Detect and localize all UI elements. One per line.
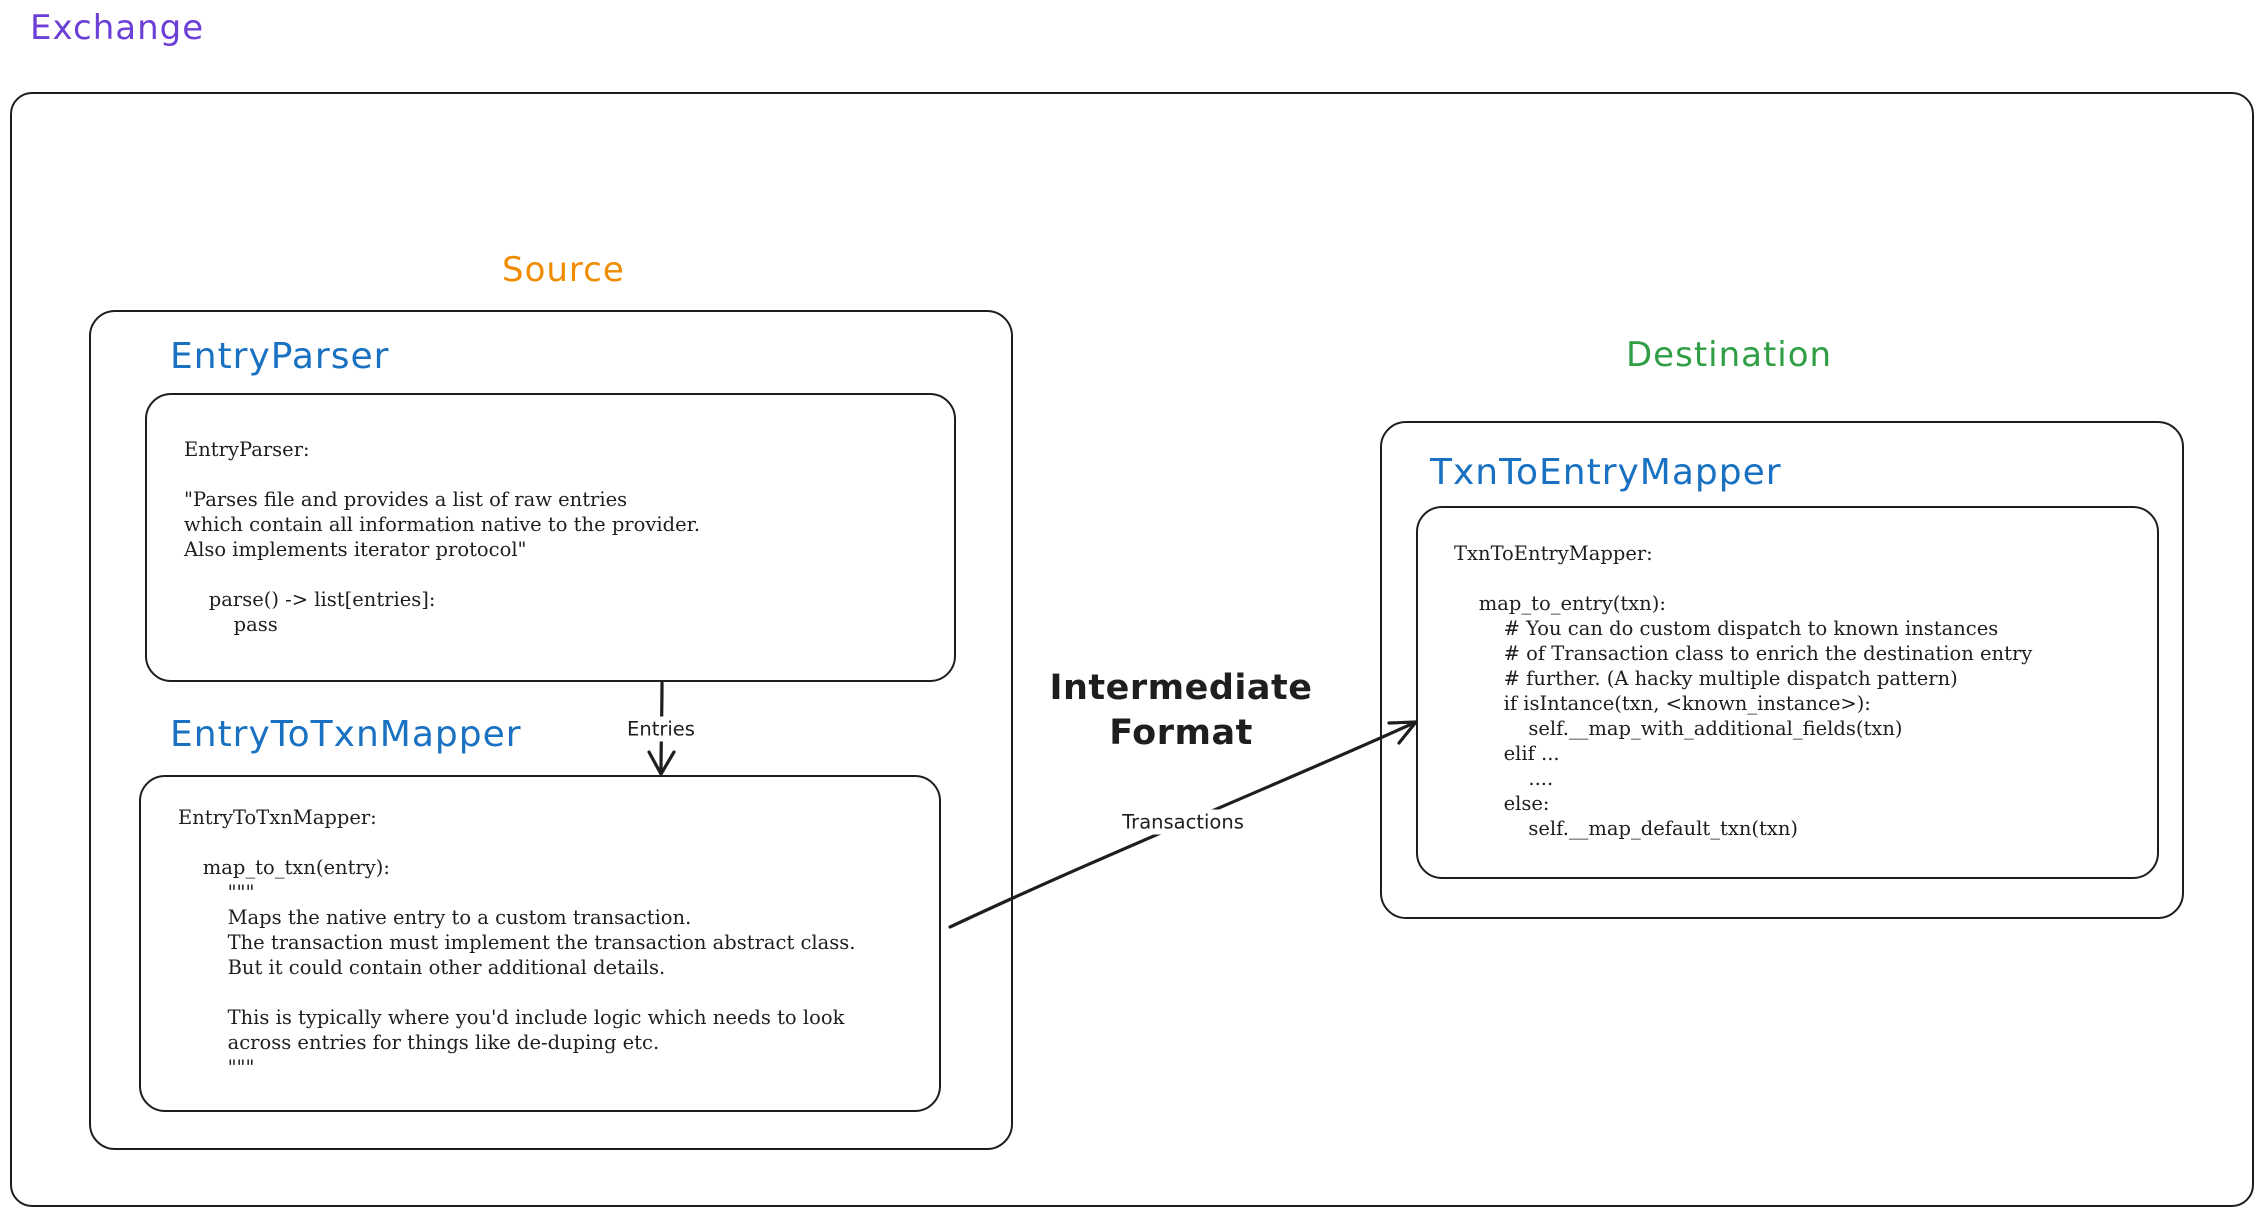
exchange-label: Exchange — [30, 8, 205, 48]
intermediate-format-line1: Intermediate — [1049, 668, 1313, 708]
destination-frame[interactable] — [1380, 421, 2184, 919]
txn-to-entry-mapper-title: TxnToEntryMapper — [1430, 452, 1782, 493]
txn-to-entry-mapper-code: TxnToEntryMapper: map_to_entry(txn): # Y… — [1454, 542, 2033, 840]
destination-label: Destination — [1626, 335, 1833, 375]
exchange-frame[interactable] — [10, 92, 2254, 1207]
entries-arrow-label: Entries — [623, 716, 699, 742]
source-frame[interactable] — [89, 310, 1013, 1150]
entry-to-txn-mapper-code: EntryToTxnMapper: map_to_txn(entry): """… — [178, 806, 856, 1079]
entry-to-txn-mapper-title: EntryToTxnMapper — [170, 714, 522, 755]
intermediate-format-line2: Format — [1109, 713, 1253, 753]
entry-to-txn-mapper-box[interactable] — [139, 775, 941, 1112]
entry-parser-title: EntryParser — [170, 336, 390, 377]
transactions-arrow-label: Transactions — [1118, 809, 1248, 835]
source-label: Source — [502, 250, 625, 290]
entry-parser-code: EntryParser: "Parses file and provides a… — [184, 438, 701, 636]
txn-to-entry-mapper-box[interactable] — [1416, 506, 2159, 879]
entry-parser-box[interactable] — [145, 393, 956, 682]
